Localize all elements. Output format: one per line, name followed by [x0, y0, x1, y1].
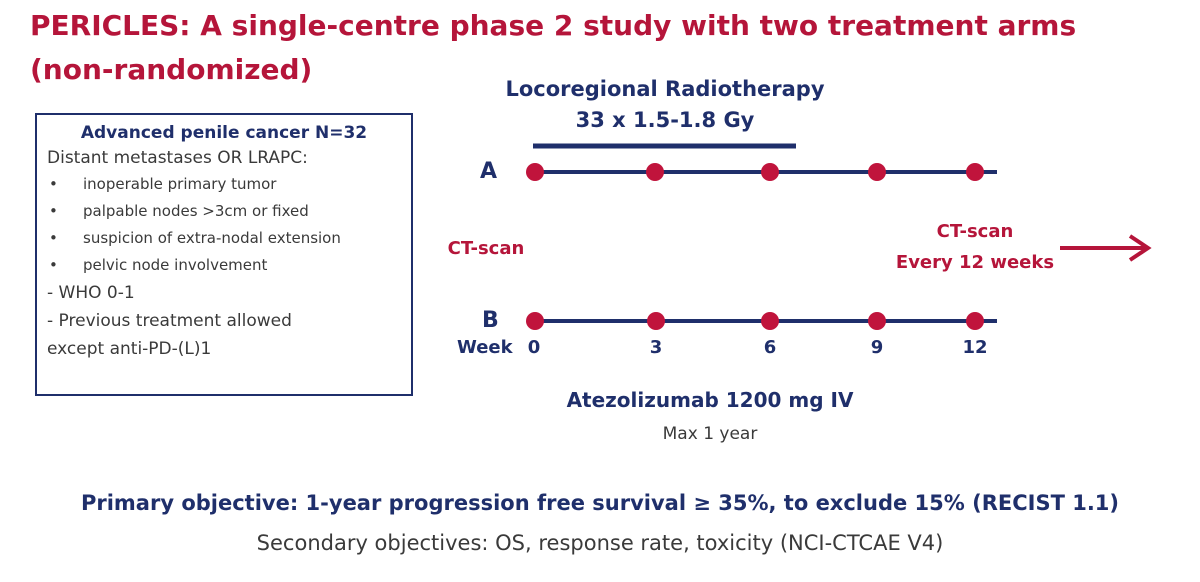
- bullet-icon: •: [49, 175, 58, 193]
- eligibility-box: Advanced penile cancer N=32 Distant meta…: [35, 113, 413, 396]
- radiotherapy-dose: 33 x 1.5-1.8 Gy: [575, 108, 755, 132]
- week-tick-3: 3: [649, 337, 663, 358]
- primary-objective: Primary objective: 1-year progression fr…: [80, 491, 1120, 515]
- arm-a-week-3-dot: [646, 163, 664, 181]
- radiotherapy-label: Locoregional Radiotherapy: [505, 77, 825, 101]
- ct-scan-followup-label: CT-scan: [936, 221, 1014, 242]
- eligibility-heading: Advanced penile cancer N=32: [80, 123, 368, 143]
- arm-b-week-0-dot: [526, 312, 544, 330]
- drug-name: Atezolizumab 1200 mg IV: [566, 388, 854, 412]
- arm-a-label: A: [480, 159, 498, 184]
- slide-title: PERICLES: A single-centre phase 2 study …: [30, 4, 1150, 92]
- criterion-text: palpable nodes >3cm or fixed: [83, 202, 309, 220]
- arm-a-week-9-dot: [868, 163, 886, 181]
- arm-a-week-0-dot: [526, 163, 544, 181]
- criterion-text: inoperable primary tumor: [83, 175, 277, 193]
- previous-treatment-line-2: except anti-PD-(L)1: [47, 339, 212, 359]
- who-criterion: - WHO 0-1: [47, 283, 135, 303]
- list-item: • inoperable primary tumor: [47, 171, 401, 198]
- ct-scan-baseline-label: CT-scan: [447, 238, 525, 259]
- criterion-text: pelvic node involvement: [83, 256, 268, 274]
- criteria-list: • inoperable primary tumor • palpable node…: [47, 171, 401, 279]
- week-tick-0: 0: [527, 337, 541, 358]
- week-tick-12: 12: [962, 337, 988, 358]
- previous-treatment-line-1: - Previous treatment allowed: [47, 311, 292, 331]
- bullet-icon: •: [49, 229, 58, 247]
- arm-b-week-9-dot: [868, 312, 886, 330]
- criterion-text: suspicion of extra-nodal extension: [83, 229, 341, 247]
- list-item: • pelvic node involvement: [47, 252, 401, 279]
- arm-b-week-6-dot: [761, 312, 779, 330]
- arm-b-week-12-dot: [966, 312, 984, 330]
- bullet-icon: •: [49, 202, 58, 220]
- ct-scan-frequency-label: Every 12 weeks: [895, 252, 1055, 273]
- list-item: • suspicion of extra-nodal extension: [47, 225, 401, 252]
- arrow-right-icon: [1060, 234, 1152, 262]
- week-tick-9: 9: [870, 337, 884, 358]
- drug-duration: Max 1 year: [662, 424, 758, 444]
- week-axis-label: Week: [457, 337, 513, 358]
- arm-a-week-6-dot: [761, 163, 779, 181]
- bullet-icon: •: [49, 256, 58, 274]
- title-line-2: (non-randomized): [30, 53, 313, 86]
- list-item: • palpable nodes >3cm or fixed: [47, 198, 401, 225]
- arm-b-label: B: [482, 308, 499, 333]
- title-line-1: PERICLES: A single-centre phase 2 study …: [30, 9, 1077, 42]
- arm-a-week-12-dot: [966, 163, 984, 181]
- week-tick-6: 6: [763, 337, 777, 358]
- eligibility-intro: Distant metastases OR LRAPC:: [47, 148, 308, 168]
- secondary-objectives: Secondary objectives: OS, response rate,…: [256, 531, 944, 555]
- arm-b-week-3-dot: [647, 312, 665, 330]
